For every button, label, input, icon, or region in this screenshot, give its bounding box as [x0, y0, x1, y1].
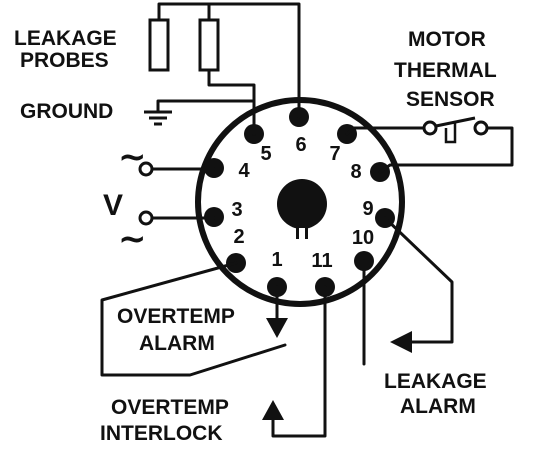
leakage-probes-label-line-2: PROBES: [20, 49, 109, 72]
leakage-probes: [148, 2, 301, 136]
overtemp-alarm-label-line-1: OVERTEMP: [117, 305, 235, 328]
leakage-alarm-label-line-1: LEAKAGE: [384, 370, 487, 393]
pin-number-9: 9: [362, 198, 373, 220]
overtemp-interlock-label-line-1: OVERTEMP: [111, 396, 229, 419]
voltage-symbol: V: [103, 189, 123, 222]
pin-number-5: 5: [260, 143, 271, 165]
overtemp-interlock-circuit: [262, 285, 327, 438]
supply-terminal-top: [138, 161, 154, 177]
wire-ground-to-pin-5: [156, 99, 256, 136]
wire-sensor-to-pin-8: [378, 126, 514, 174]
ground-label: GROUND: [20, 100, 113, 123]
motor-thermal-sensor-label-line-2: THERMAL: [394, 59, 497, 82]
pin-number-8: 8: [350, 161, 361, 183]
leakage-alarm-label-line-2: ALARM: [400, 395, 476, 418]
overtemp-alarm-circuit: [100, 261, 288, 377]
leakage-probes-label-line-1: LEAKAGE: [14, 27, 117, 50]
overtemp-interlock-arrow-icon: [262, 400, 284, 420]
pin-number-11: 11: [311, 250, 332, 272]
motor-thermal-sensor-label-line-3: SENSOR: [406, 88, 495, 111]
ground-icon: [144, 99, 256, 136]
overtemp-alarm-label-line-2: ALARM: [139, 332, 215, 355]
pin-number-7: 7: [329, 143, 340, 165]
socket-center-key: [277, 179, 327, 239]
pin-number-2: 2: [233, 226, 244, 248]
wire-pin-7-to-sensor: [345, 126, 426, 136]
thermal-sensor-switch-icon: [345, 116, 514, 174]
motor-thermal-sensor-label-line-1: MOTOR: [408, 28, 486, 51]
wire-pin-9-to-leakage-alarm: [383, 216, 454, 344]
pin-number-3: 3: [231, 199, 242, 221]
leakage-alarm-arrow-icon: [390, 331, 412, 353]
ac-symbol-bottom: ~: [118, 219, 147, 259]
leakage-probe-1: [148, 18, 170, 72]
pin-number-6: 6: [295, 134, 306, 156]
pin-number-10: 10: [352, 227, 374, 249]
overtemp-interlock-label-line-2: INTERLOCK: [100, 422, 223, 445]
pin-number-1: 1: [271, 249, 282, 271]
wire-probe-to-pin-6: [157, 2, 301, 119]
overtemp-alarm-arrow-icon: [266, 318, 288, 338]
wire-pin-11-to-interlock: [271, 285, 327, 438]
leakage-alarm-circuit: [362, 216, 454, 366]
leakage-probe-2: [198, 18, 220, 72]
pin-number-4: 4: [238, 160, 250, 182]
wire-pin-2-to-alarm: [100, 261, 287, 377]
